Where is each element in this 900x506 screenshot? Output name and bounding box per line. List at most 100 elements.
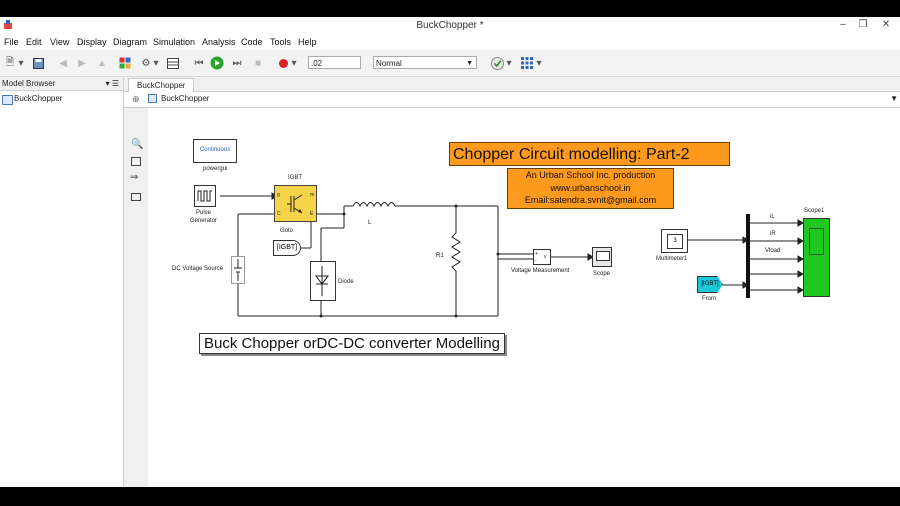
- menu-simulation[interactable]: Simulation: [153, 37, 196, 47]
- up-icon[interactable]: ▲: [97, 57, 107, 69]
- close-button[interactable]: ✕: [881, 19, 891, 30]
- stop-time-input[interactable]: .02: [308, 56, 361, 69]
- vmeas-port-minus: -: [535, 258, 537, 264]
- fit-to-view-icon[interactable]: [131, 157, 141, 166]
- diode-symbol-icon: [315, 266, 329, 296]
- simulation-mode-value: Normal: [376, 59, 402, 68]
- palette-strip: 🔍 ⇒ «: [124, 108, 149, 487]
- settings-dropdown-icon[interactable]: ▾: [153, 57, 159, 69]
- model-explorer-icon[interactable]: [166, 56, 180, 70]
- model-browser-title: Model Browser: [2, 79, 56, 88]
- scope-block[interactable]: [592, 247, 612, 267]
- step-back-icon[interactable]: ⏮: [194, 57, 204, 69]
- diode-label: Diode: [338, 279, 354, 285]
- breadcrumb[interactable]: BuckChopper: [161, 94, 210, 103]
- scope1-screen-icon: [809, 228, 824, 255]
- advisor-dropdown-icon[interactable]: ▾: [506, 57, 512, 69]
- signal-label-il: iL: [770, 214, 775, 220]
- hide-browser-icon[interactable]: ⊕: [132, 94, 140, 104]
- igbt-port-g: g: [277, 192, 280, 198]
- stop-icon[interactable]: ■: [254, 57, 262, 69]
- library-browser-icon[interactable]: [118, 56, 132, 70]
- chevron-down-icon: ▼: [466, 60, 473, 67]
- model-browser-item-buckchopper[interactable]: BuckChopper: [0, 91, 123, 105]
- scope1-block[interactable]: [803, 218, 830, 297]
- toolbar: 🗎 ▾ ◀ ▶ ▲ ⚙ ▾ ⏮ ⏭ ■ ▾ .02 Normal ▼ ▾ ▾: [0, 51, 900, 77]
- menu-edit[interactable]: Edit: [26, 37, 42, 47]
- scope1-label: Scope1: [804, 208, 825, 214]
- credits-line: www.urbanschool.in: [550, 182, 631, 193]
- signal-label-ir: iR: [770, 231, 776, 237]
- goto-label: Goto: [280, 228, 294, 234]
- grid-view-icon[interactable]: [520, 56, 534, 70]
- model-icon: [2, 95, 13, 105]
- pulse-generator-label: Pulse Generator: [190, 210, 218, 224]
- menu-file[interactable]: File: [4, 37, 19, 47]
- simulink-window: BuckChopper * – ❐ ✕ File Edit View Displ…: [0, 17, 900, 487]
- new-dropdown-icon[interactable]: ▾: [18, 57, 24, 69]
- menu-code[interactable]: Code: [241, 37, 263, 47]
- restore-button[interactable]: ❐: [858, 19, 868, 30]
- pulse-wave-icon: [197, 190, 212, 202]
- zoom-icon[interactable]: 🔍: [131, 139, 144, 150]
- menu-tools[interactable]: Tools: [270, 37, 292, 47]
- image-icon[interactable]: [131, 193, 141, 201]
- grid-dropdown-icon[interactable]: ▾: [536, 57, 542, 69]
- menu-analysis[interactable]: Analysis: [202, 37, 236, 47]
- resistor-label: R1: [436, 253, 444, 259]
- credits-line: An Urban School Inc. production: [525, 170, 656, 180]
- step-forward-icon[interactable]: ⏭: [232, 57, 242, 69]
- arrow-icon[interactable]: ⇒: [130, 172, 139, 183]
- igbt-symbol-icon: [287, 194, 303, 214]
- save-icon[interactable]: [31, 56, 45, 70]
- battery-icon: [234, 259, 242, 281]
- menu-diagram[interactable]: Diagram: [113, 37, 148, 47]
- from-block[interactable]: [IGBT]: [697, 276, 723, 293]
- igbt-block[interactable]: g m C E: [274, 185, 317, 222]
- scope-label: Scope: [593, 271, 611, 277]
- vmeas-port-plus: +: [535, 251, 538, 257]
- wires: [220, 192, 804, 318]
- chevron-down-icon[interactable]: ▼: [890, 94, 898, 103]
- model-settings-icon[interactable]: ⚙: [141, 57, 151, 69]
- model-advisor-icon[interactable]: [490, 56, 504, 70]
- model-browser-header: Model Browser ▾ ☰: [0, 77, 123, 91]
- minimize-button[interactable]: –: [840, 19, 846, 30]
- credits-banner: An Urban School Inc. production www.urba…: [507, 168, 674, 209]
- pulse-generator-block[interactable]: [194, 185, 216, 207]
- signal-label-vload: Vload: [765, 248, 781, 254]
- igbt-port-c: C: [277, 211, 281, 217]
- model-canvas[interactable]: Chopper Circuit modelling: Part-2 An Urb…: [148, 108, 900, 487]
- multimeter-block[interactable]: 3: [661, 229, 688, 253]
- menu-display[interactable]: Display: [77, 37, 107, 47]
- dc-voltage-source-block[interactable]: [231, 256, 245, 284]
- diode-block[interactable]: [310, 261, 336, 301]
- record-icon[interactable]: [276, 56, 290, 70]
- powergui-label: powergui: [203, 166, 228, 172]
- back-icon[interactable]: ◀: [59, 57, 67, 69]
- panel-options-icon[interactable]: ▾ ☰: [105, 79, 119, 88]
- igbt-port-m: m: [310, 192, 315, 198]
- model-icon: [148, 94, 157, 103]
- powergui-block[interactable]: Continuous: [193, 139, 237, 163]
- inductor-label: L: [368, 220, 372, 226]
- tab-row: BuckChopper: [124, 77, 900, 92]
- run-button[interactable]: [210, 56, 224, 70]
- forward-icon[interactable]: ▶: [78, 57, 86, 69]
- voltage-measurement-block[interactable]: + - v: [533, 249, 551, 265]
- scope-screen-icon: [596, 251, 610, 261]
- menu-view[interactable]: View: [50, 37, 70, 47]
- dc-voltage-source-label: DC Voltage Source: [172, 266, 224, 272]
- menu-bar: File Edit View Display Diagram Simulatio…: [0, 35, 900, 50]
- goto-block[interactable]: [IGBT]: [273, 240, 301, 256]
- from-label: From: [702, 296, 716, 302]
- record-dropdown-icon[interactable]: ▾: [291, 57, 297, 69]
- tab-buckchopper[interactable]: BuckChopper: [128, 78, 195, 92]
- credits-line: Email:satendra.svnit@gmail.com: [524, 195, 657, 205]
- new-model-icon[interactable]: 🗎: [5, 56, 15, 68]
- inductor-coil: [352, 202, 396, 208]
- annotation-note[interactable]: Buck Chopper orDC-DC converter Modelling: [199, 333, 505, 354]
- menu-help[interactable]: Help: [298, 37, 317, 47]
- simulation-mode-select[interactable]: Normal ▼: [373, 56, 477, 69]
- powergui-mode: Continuous: [199, 147, 231, 153]
